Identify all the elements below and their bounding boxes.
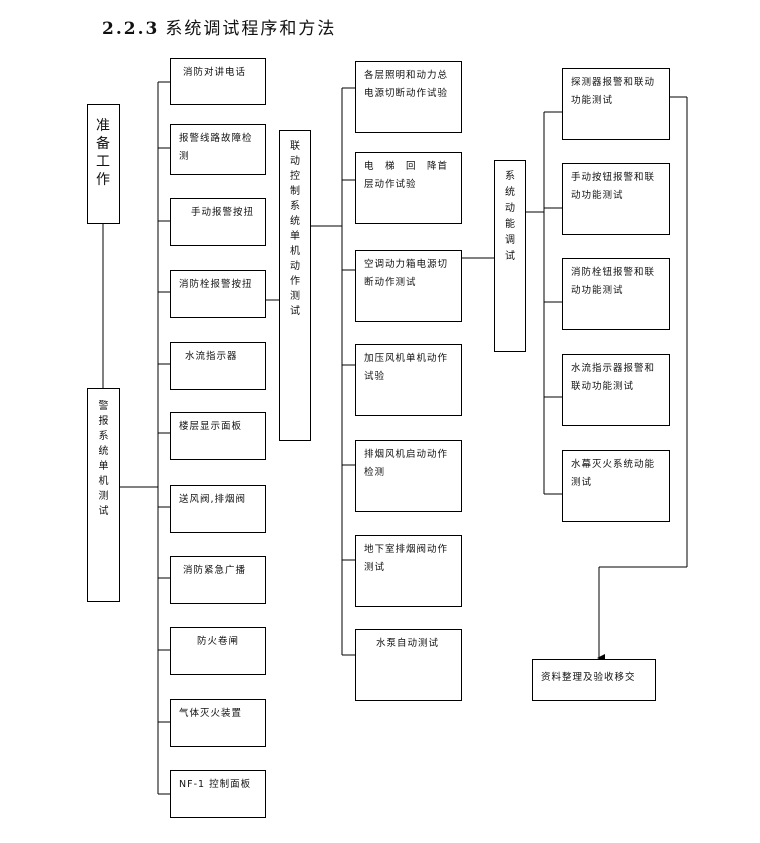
system-item: 水幕灭火系统动能测试 [562,450,670,522]
alarm-item: 楼层显示面板 [170,412,266,460]
prep-box: 准备工作 [87,104,120,224]
alarm-item: NF-1 控制面板 [170,770,266,818]
system-test-box: 系统动能调试 [494,160,526,352]
linkage-item: 水泵自动测试 [355,629,462,701]
alarm-item: 防火卷闸 [170,627,266,675]
alarm-item: 消防对讲电话 [170,58,266,105]
linkage-item: 电 梯 回 降首层动作试验 [355,152,462,224]
alarm-item: 气体灭火装置 [170,699,266,747]
system-item: 手动按钮报警和联动功能测试 [562,163,670,235]
alarm-item: 送风阀,排烟阀 [170,485,266,533]
linkage-test-label: 联动控制系统单机动作测试 [290,141,300,317]
alarm-test-box: 警报系统单机测试 [87,388,120,602]
linkage-test-box: 联动控制系统单机动作测试 [279,130,311,441]
linkage-item: 各层照明和动力总电源切断动作试验 [355,61,462,133]
alarm-item: 消防栓报警按扭 [170,270,266,318]
alarm-test-label: 警报系统单机测试 [98,401,109,517]
system-item: 消防栓钮报警和联动功能测试 [562,258,670,330]
linkage-item: 排烟风机启动动作检测 [355,440,462,512]
alarm-item: 手动报警按扭 [170,198,266,246]
prep-label: 准备工作 [96,118,111,188]
section-title: 系统调试程序和方法 [165,19,337,39]
system-test-label: 系统动能调试 [505,171,515,262]
linkage-item: 加压风机单机动作试验 [355,344,462,416]
alarm-item: 消防紧急广播 [170,556,266,604]
linkage-item: 空调动力箱电源切断动作测试 [355,250,462,322]
linkage-item: 地下室排烟阀动作测试 [355,535,462,607]
alarm-item: 报警线路故障检测 [170,124,266,175]
final-label: 资料整理及验收移交 [541,672,636,683]
final-box: 资料整理及验收移交 [532,659,656,701]
section-number: 2.2.3 [102,19,160,39]
system-item: 水流指示器报警和联动功能测试 [562,354,670,426]
system-item: 探测器报警和联动功能测试 [562,68,670,140]
alarm-item: 水流指示器 [170,342,266,390]
